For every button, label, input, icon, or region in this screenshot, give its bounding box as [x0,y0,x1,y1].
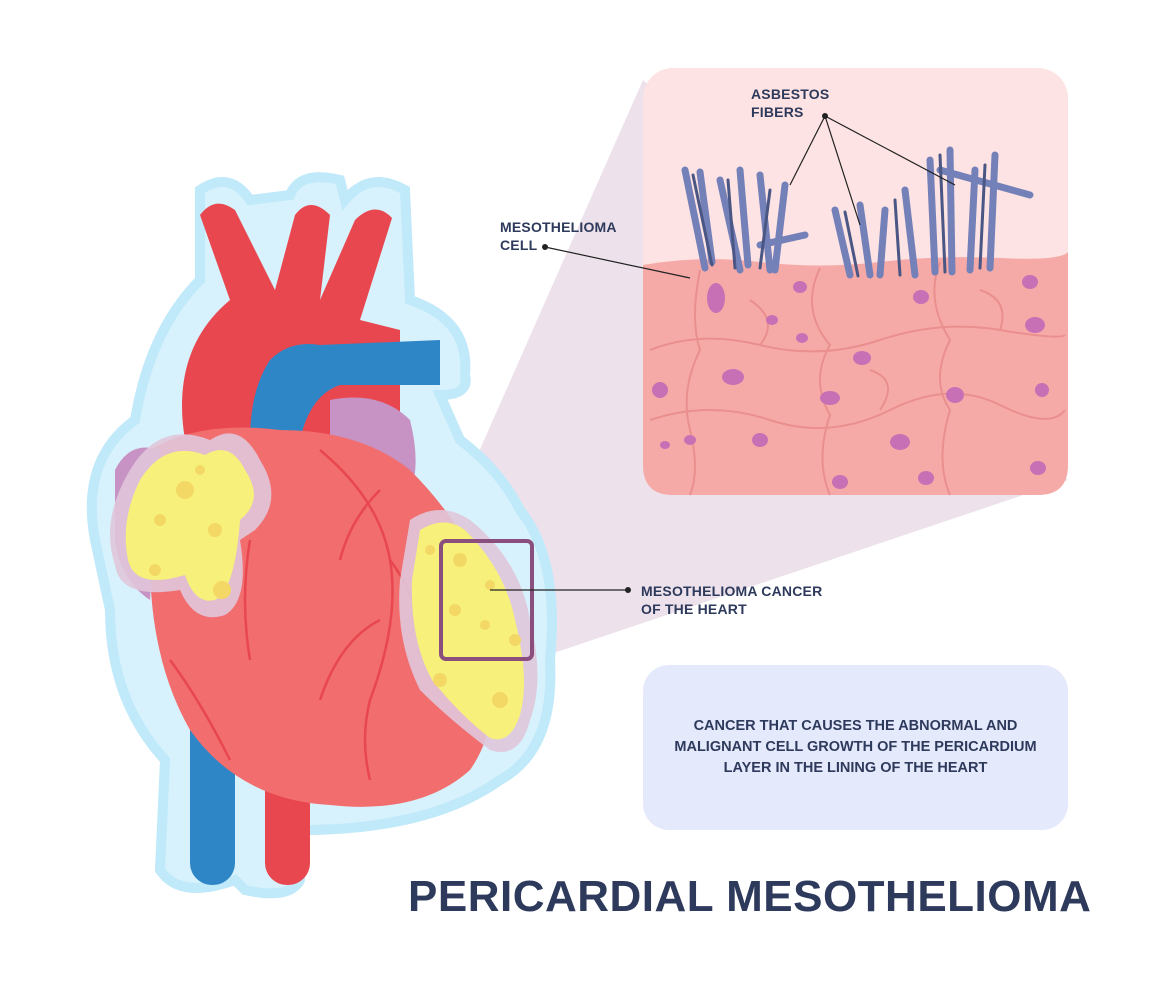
label-line: CELL [500,237,538,253]
label-line: FIBERS [751,104,804,120]
info-text: CANCER THAT CAUSES THE ABNORMAL AND MALI… [674,718,1037,776]
page-title: PERICARDIAL MESOTHELIOMA [408,872,1092,921]
tissue-inset [542,68,1068,496]
label-mesothelioma-cell: MESOTHELIOMA CELL [500,218,617,254]
asbestos-fibers [681,146,1034,279]
zoom-highlight-box [439,539,534,661]
label-line: MESOTHELIOMA CANCER [641,583,823,599]
label-asbestos-fibers: ASBESTOS FIBERS [751,85,829,121]
label-cancer-of-heart: MESOTHELIOMA CANCER OF THE HEART [641,582,822,618]
label-line: ASBESTOS [751,86,830,102]
info-box: CANCER THAT CAUSES THE ABNORMAL AND MALI… [643,665,1068,830]
label-line: OF THE HEART [641,601,747,617]
label-line: MESOTHELIOMA [500,219,617,235]
